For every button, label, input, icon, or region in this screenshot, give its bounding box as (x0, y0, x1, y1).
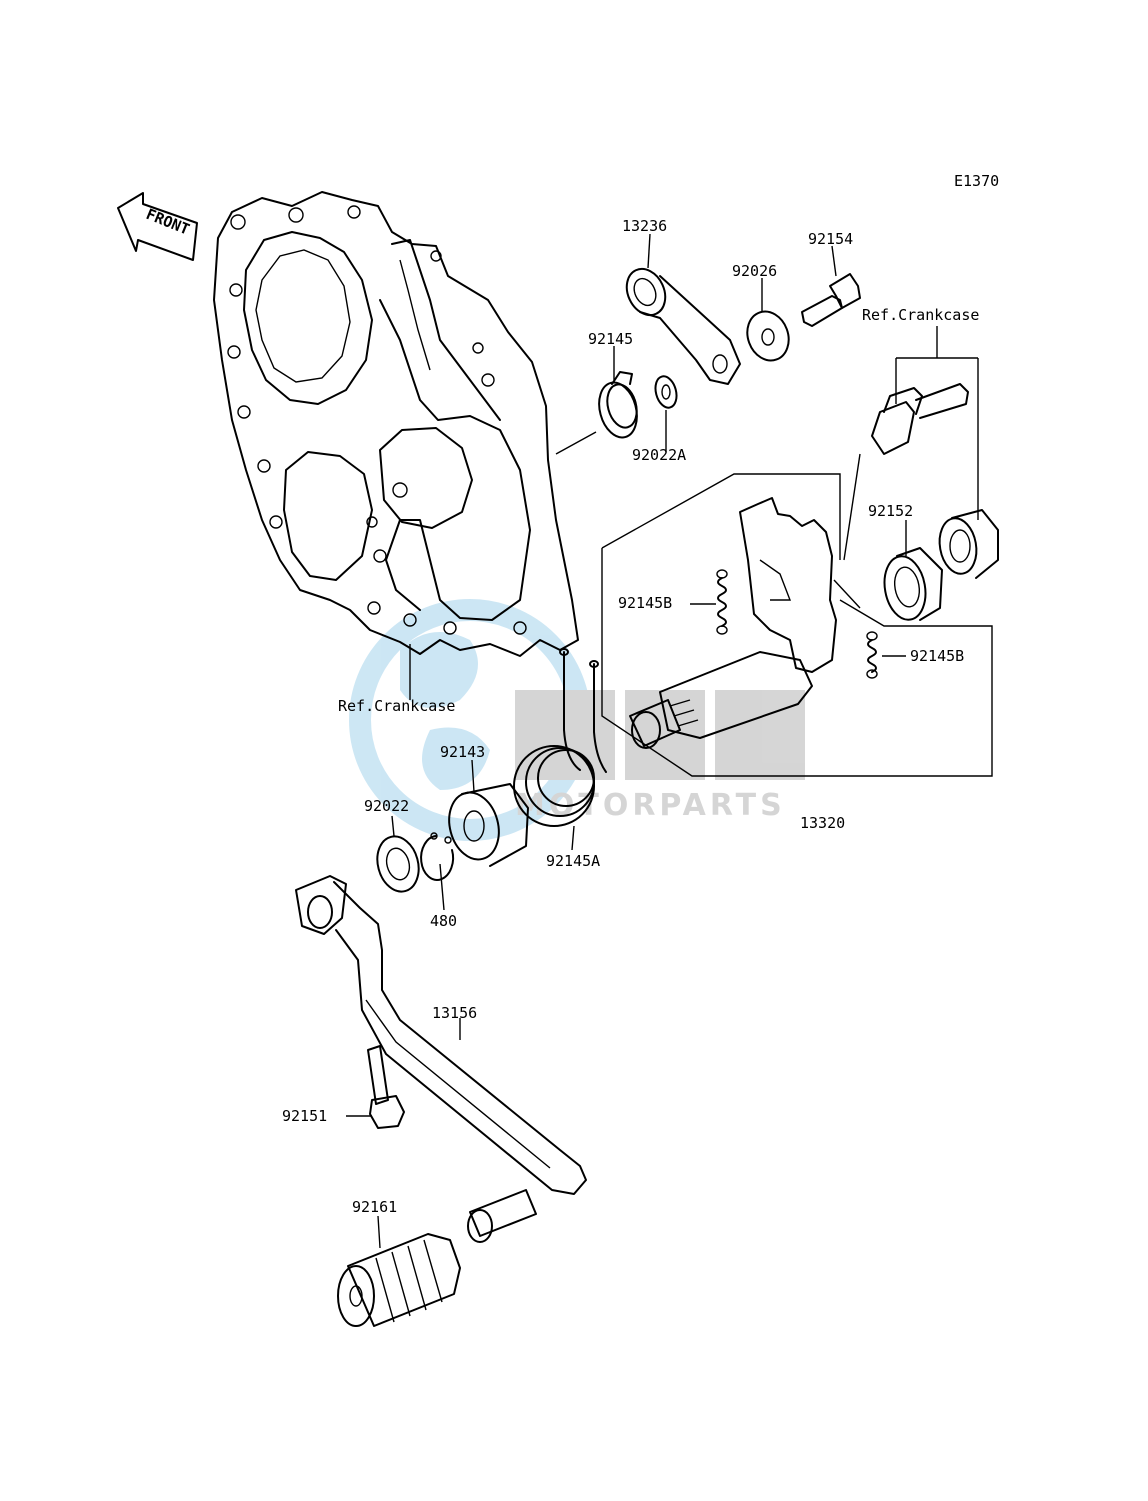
crankcase-bolt-holes (227, 205, 527, 635)
watermark: MOTORPARTS (349, 599, 805, 841)
leader-lines (346, 233, 993, 1249)
label-92145: 92145 (588, 330, 633, 348)
label-92145A: 92145A (546, 852, 600, 870)
part-92154-bolt (801, 273, 861, 327)
watermark-sub: MOTORPARTS (515, 788, 786, 823)
part-13320-shift-shaft (629, 497, 837, 749)
front-arrow-label: FRONT (144, 205, 193, 239)
part-13236-shift-arm (625, 267, 741, 385)
label-92145B-left: 92145B (618, 594, 672, 612)
watermark-continents (400, 632, 490, 790)
part-92143-collar (448, 783, 529, 867)
crankcase-stud (871, 383, 969, 455)
label-92151: 92151 (282, 1107, 327, 1125)
part-480-circlip (420, 832, 455, 881)
crankcase (213, 191, 579, 657)
label-92154: 92154 (808, 230, 853, 248)
label-92022: 92022 (364, 797, 409, 815)
label-ref-crankcase-left: Ref.Crankcase (338, 697, 455, 715)
label-13156: 13156 (432, 1004, 477, 1022)
label-92152: 92152 (868, 502, 913, 520)
part-92026-washer (746, 310, 790, 362)
label-13236: 13236 (622, 217, 667, 235)
front-arrow: FRONT (117, 192, 198, 261)
part-92145B-spring-right (866, 631, 878, 679)
watermark-msm-blocks (515, 690, 805, 780)
label-13320: 13320 (800, 814, 845, 832)
part-92145A-return-spring (513, 648, 607, 827)
label-92161: 92161 (352, 1198, 397, 1216)
label-92143: 92143 (440, 743, 485, 761)
part-92145-spring (598, 371, 638, 439)
part-labels: E1370 13236 92154 92026 Ref.Crankcase 92… (282, 172, 999, 1216)
part-92145B-spring-left (716, 569, 728, 635)
part-92151-bolt (367, 1045, 405, 1129)
part-13156-shift-pedal (295, 875, 587, 1195)
label-ref-crankcase-top: Ref.Crankcase (862, 306, 979, 324)
part-92022-washer (376, 835, 420, 893)
label-480: 480 (430, 912, 457, 930)
part-92022A-washer (654, 375, 678, 409)
label-92026: 92026 (732, 262, 777, 280)
diagram-code: E1370 (954, 172, 999, 190)
label-92022A: 92022A (632, 446, 686, 464)
label-92145B-right: 92145B (910, 647, 964, 665)
part-92161-rubber (337, 1189, 537, 1327)
watermark-globe (349, 599, 591, 841)
part-92152-bearing (883, 509, 999, 621)
